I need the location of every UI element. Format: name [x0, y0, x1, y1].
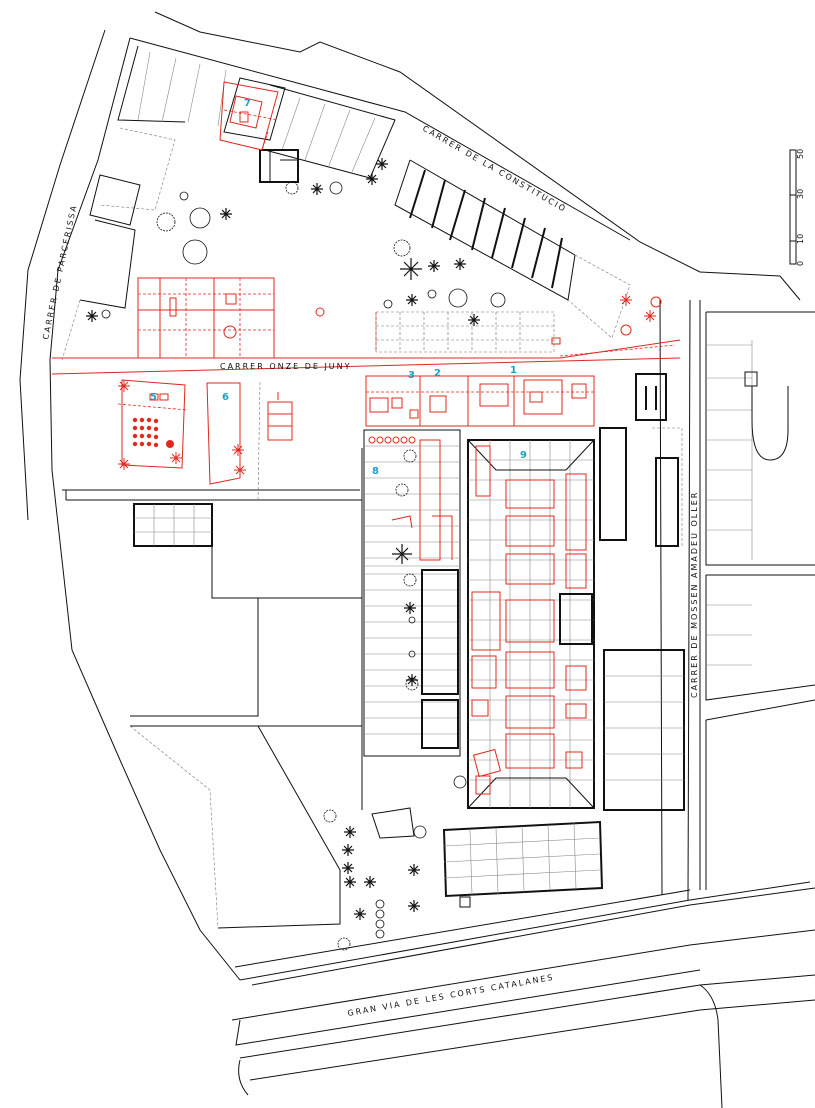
building-number-5: 5	[150, 392, 157, 403]
building-8-area	[363, 429, 461, 757]
north-grid-area	[375, 311, 561, 353]
onze-de-juny-strip	[51, 339, 681, 375]
scale-tick-10: 10	[796, 234, 805, 244]
street-label-onze-juny: CARRER ONZE DE JUNY	[220, 362, 352, 371]
west-lower-parcels	[62, 381, 363, 929]
scale-bar: 0 10 30 50	[789, 149, 805, 266]
constitucio-block	[394, 159, 631, 339]
scale-tick-50: 50	[796, 149, 805, 159]
building-9	[467, 439, 595, 809]
building-number-6: 6	[222, 392, 229, 403]
building-number-2: 2	[434, 368, 441, 379]
scale-tick-30: 30	[796, 189, 805, 199]
road-edges	[19, 11, 815, 1108]
buildings-east	[599, 373, 683, 548]
street-label-gran-via: GRAN VIA DE LES CORTS CATALANES	[347, 973, 555, 1018]
building-number-1: 1	[510, 365, 517, 376]
building-left-red	[137, 277, 325, 359]
building-6	[206, 382, 293, 485]
east-hall	[603, 649, 685, 811]
building-number-3: 3	[408, 370, 415, 381]
building-number-8: 8	[372, 466, 379, 477]
street-label-mossen: CARRER DE MOSSEN AMADEU OLLER	[690, 491, 699, 698]
trees	[86, 158, 662, 951]
buildings-1-2-3	[365, 375, 595, 427]
top-left-parcels	[61, 45, 396, 361]
street-label-constitucio: CARRER DE LA CONSTITUCIÓ	[421, 122, 569, 214]
building-7	[219, 81, 279, 151]
scale-tick-0: 0	[796, 261, 805, 266]
street-label-parcerissa: CARRER DE PARCERISSA	[41, 203, 79, 340]
right-blocks	[705, 311, 815, 890]
building-5	[117, 379, 189, 469]
building-number-7: 7	[244, 98, 251, 109]
south-hall	[371, 807, 604, 908]
building-number-9: 9	[520, 450, 527, 461]
